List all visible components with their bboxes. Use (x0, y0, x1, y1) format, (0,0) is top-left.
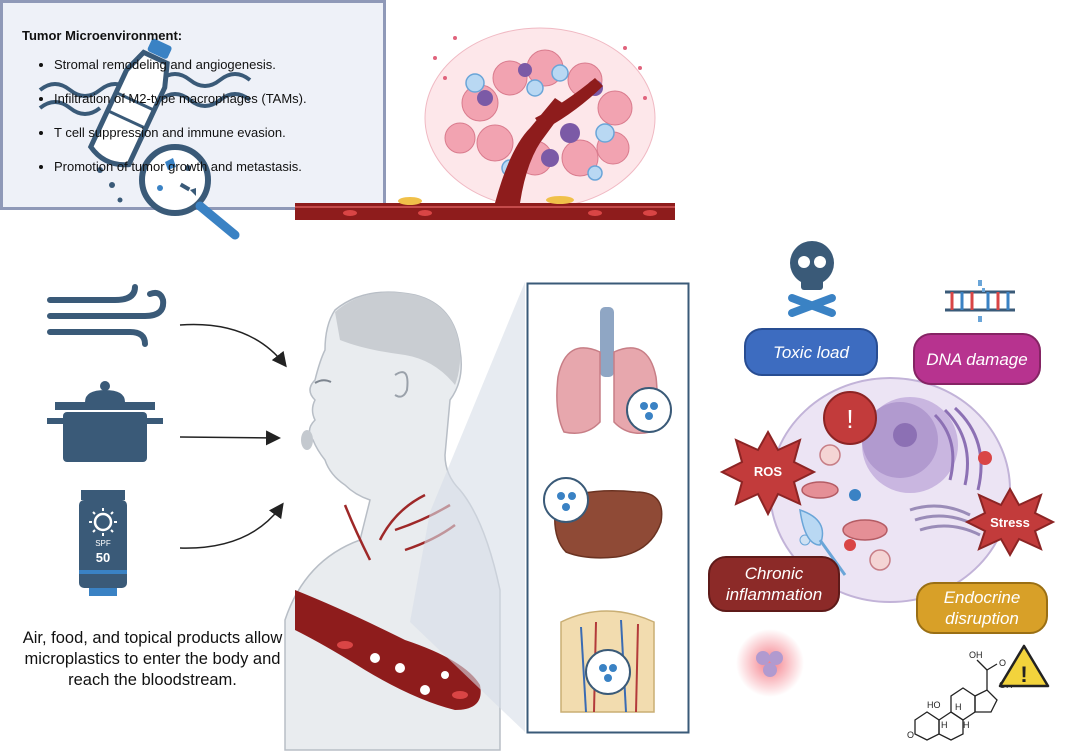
exposure-caption: Air, food, and topical products allow mi… (22, 629, 283, 689)
steroid-label: O (999, 658, 1006, 668)
sunscreen-icon: SPF 50 (79, 490, 127, 596)
cooking-pot-icon (47, 381, 163, 462)
alert-symbol: ! (846, 404, 853, 434)
ros-label: ROS (753, 464, 783, 479)
zoom-cone (410, 282, 525, 732)
stress-burst (964, 486, 1056, 558)
wind-icon (47, 284, 167, 347)
warning-icon: ! (998, 644, 1050, 688)
steroid-label: OH (969, 650, 983, 660)
list-item: Promotion of tumor growth and metastasis… (54, 158, 307, 175)
liver-icon (543, 477, 663, 559)
steroid-label: H (941, 720, 948, 730)
sunscreen-label-value: 50 (96, 550, 110, 565)
list-item: T cell suppression and immune evasion. (54, 124, 307, 141)
arrow-air (179, 323, 287, 368)
organ-panel (526, 282, 690, 734)
list-item: Infiltration of M2-type macrophages (TAM… (54, 90, 307, 107)
ros-burst (719, 429, 817, 517)
exposure-arrows (179, 323, 287, 549)
steroid-label: H (963, 720, 970, 730)
inflamed-cells-icon (736, 629, 804, 697)
dna-icon (945, 280, 1015, 322)
tumor-microenvironment-box: Tumor Microenvironment: Stromal remodeli… (0, 0, 386, 210)
alert-badge: ! (823, 391, 877, 445)
skin-tissue-icon (560, 610, 655, 713)
tme-list: Stromal remodeling and angiogenesis. Inf… (36, 56, 307, 192)
steroid-label: H (955, 702, 962, 712)
tumor-microenvironment-illustration (295, 27, 675, 220)
steroid-label: O (907, 730, 914, 740)
steroid-label: HO (927, 700, 941, 710)
sunscreen-label-top: SPF (95, 539, 111, 548)
toxic-load-pill: Toxic load (744, 328, 878, 376)
endocrine-disruption-pill: Endocrine disruption (916, 582, 1048, 634)
lungs-icon (556, 307, 672, 434)
list-item: Stromal remodeling and angiogenesis. (54, 56, 307, 73)
microplastic-bottle-icon (38, 38, 252, 240)
stress-label: Stress (990, 515, 1030, 530)
skull-crossbones-icon (788, 241, 836, 317)
arrow-food (179, 430, 281, 446)
dna-damage-pill: DNA damage (913, 333, 1041, 385)
warning-symbol: ! (1020, 662, 1027, 687)
arrow-topical (179, 502, 284, 549)
tme-title: Tumor Microenvironment: (22, 28, 183, 43)
chronic-inflammation-pill: Chronic inflammation (708, 556, 840, 612)
